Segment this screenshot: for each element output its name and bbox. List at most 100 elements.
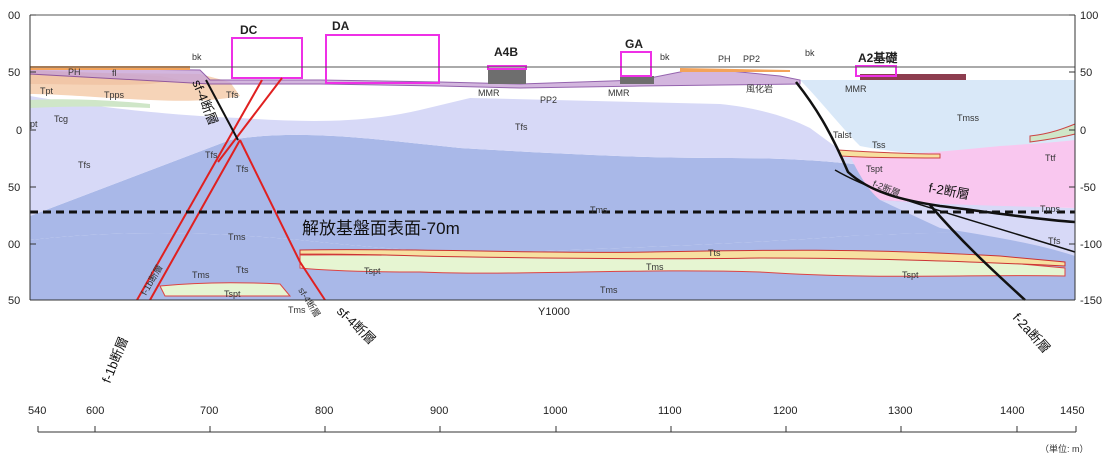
tms-upper-body bbox=[30, 134, 1075, 253]
building-a2 bbox=[855, 65, 897, 77]
mmr-block-a2 bbox=[860, 74, 966, 80]
unit-label: Tfs bbox=[226, 90, 239, 100]
distance-tick-label: 1000 bbox=[543, 405, 567, 417]
distance-tick-label: 700 bbox=[200, 405, 218, 417]
right-tick-label: 50 bbox=[1080, 67, 1092, 79]
right-tick-marks bbox=[1069, 14, 1075, 301]
fault-f2-base-line bbox=[834, 169, 1076, 253]
unit-label: Tspt bbox=[902, 270, 919, 280]
unit-label: Tms bbox=[646, 262, 664, 272]
building-label-da: DA bbox=[332, 19, 350, 33]
unit-label: Tfs bbox=[205, 150, 218, 160]
fault-f1b-line-2 bbox=[149, 139, 241, 301]
unit-label: PH bbox=[68, 67, 81, 77]
left-tick-label: 50 bbox=[8, 67, 20, 79]
tss-band-right bbox=[837, 149, 941, 159]
unit-label: bk bbox=[192, 52, 202, 62]
unit-label: PH bbox=[718, 54, 731, 64]
unit-label: Tmss bbox=[957, 113, 979, 123]
unit-label: PP2 bbox=[743, 54, 760, 64]
left-tick-label: 00 bbox=[8, 239, 20, 251]
unit-label: Tfs bbox=[515, 122, 528, 132]
tcg-left bbox=[30, 99, 150, 108]
tmss-body bbox=[800, 80, 1075, 154]
unit-label: Tms bbox=[288, 305, 306, 315]
units-label: （単位: m） bbox=[1040, 443, 1089, 454]
unit-label: Tspt bbox=[364, 266, 381, 276]
distance-tick-label: 900 bbox=[430, 405, 448, 417]
unit-label: Tcg bbox=[54, 114, 68, 124]
unit-label: Tpps bbox=[1040, 204, 1061, 214]
unit-label: MMR bbox=[478, 88, 500, 98]
left-tick-label: 0 bbox=[16, 125, 22, 137]
unit-label: Tms bbox=[600, 285, 618, 295]
distance-tick-label: 1100 bbox=[658, 405, 682, 417]
unit-label: Tpt bbox=[40, 86, 54, 96]
reference-plane-label: 解放基盤面表面-70m bbox=[302, 219, 460, 238]
building-label-dc: DC bbox=[240, 23, 258, 37]
distance-tick-label: 1400 bbox=[1000, 405, 1024, 417]
unit-label: Talst bbox=[833, 130, 852, 140]
fault-f2a-line bbox=[929, 204, 1026, 301]
right-tick-label: 100 bbox=[1080, 10, 1098, 22]
left-tick-marks bbox=[30, 14, 36, 301]
unit-label: pt bbox=[30, 119, 38, 129]
unit-label: Tfs bbox=[236, 164, 249, 174]
unit-label: 風化岩 bbox=[746, 83, 773, 94]
unit-label: Ttf bbox=[1045, 153, 1056, 163]
tfs-right-body bbox=[880, 200, 1075, 256]
right-tick-label: -50 bbox=[1080, 182, 1096, 194]
unit-label: Tts bbox=[236, 265, 249, 275]
fault-label-f1b: f-1b断層 bbox=[99, 335, 131, 386]
fault-label-f2: f-2断層 bbox=[927, 180, 970, 202]
distance-scale-ticks bbox=[37, 426, 1077, 432]
fault-sf4-line-2 bbox=[299, 261, 326, 301]
building-label-a4b: A4B bbox=[494, 45, 518, 59]
distance-tick-label: 1300 bbox=[888, 405, 912, 417]
unit-label: PP2 bbox=[540, 95, 557, 105]
unit-label: Tms bbox=[590, 205, 608, 215]
mmr-block-a4b bbox=[488, 68, 526, 84]
unit-label: Tspt bbox=[224, 289, 241, 299]
orange-ground-strip-right bbox=[680, 68, 790, 72]
unit-label: fl bbox=[112, 68, 117, 78]
unit-label: Tms bbox=[192, 270, 210, 280]
distance-tick-label: 600 bbox=[86, 405, 104, 417]
fault-sf4-line-1 bbox=[239, 139, 301, 263]
building-label-ga: GA bbox=[625, 37, 643, 51]
tts-band-lower bbox=[299, 249, 1066, 267]
unit-label: Tts bbox=[708, 248, 721, 258]
left-tick-label: 00 bbox=[8, 10, 20, 22]
left-tick-label: 50 bbox=[8, 182, 20, 194]
distance-tick-label: 540 bbox=[28, 405, 46, 417]
building-dc bbox=[231, 37, 303, 79]
unit-label: bk bbox=[660, 52, 670, 62]
unit-label: MMR bbox=[845, 84, 867, 94]
right-tick-label: 0 bbox=[1080, 125, 1086, 137]
distance-tick-label: 1200 bbox=[773, 405, 797, 417]
building-ga bbox=[620, 51, 652, 77]
fault-sf4-upper-red bbox=[217, 77, 283, 163]
unit-label: Tfs bbox=[1048, 236, 1061, 246]
unit-label: Tms bbox=[228, 232, 246, 242]
fault-sf4-upper-black bbox=[205, 79, 239, 141]
right-tick-label: -100 bbox=[1080, 239, 1102, 251]
distance-tick-label: 800 bbox=[315, 405, 333, 417]
building-da bbox=[325, 34, 440, 84]
right-tick-label: -150 bbox=[1080, 295, 1102, 307]
tfs-body bbox=[30, 96, 1075, 226]
unit-label: MMR bbox=[608, 88, 630, 98]
unit-label: bk bbox=[805, 48, 815, 58]
unit-label: Tpps bbox=[104, 90, 125, 100]
unit-label: Tss bbox=[872, 140, 886, 150]
unit-label: Tspt bbox=[866, 164, 883, 174]
fault-label-sf4-lower: sf-4断層 bbox=[334, 303, 379, 347]
section-label: Y1000 bbox=[538, 306, 570, 318]
distance-tick-label: 1450 bbox=[1060, 405, 1084, 417]
fault-f1b-line-1 bbox=[136, 79, 263, 301]
mmr-block-ga bbox=[620, 76, 654, 84]
tspt-lens-left bbox=[159, 282, 292, 297]
unit-label: Tfs bbox=[78, 160, 91, 170]
